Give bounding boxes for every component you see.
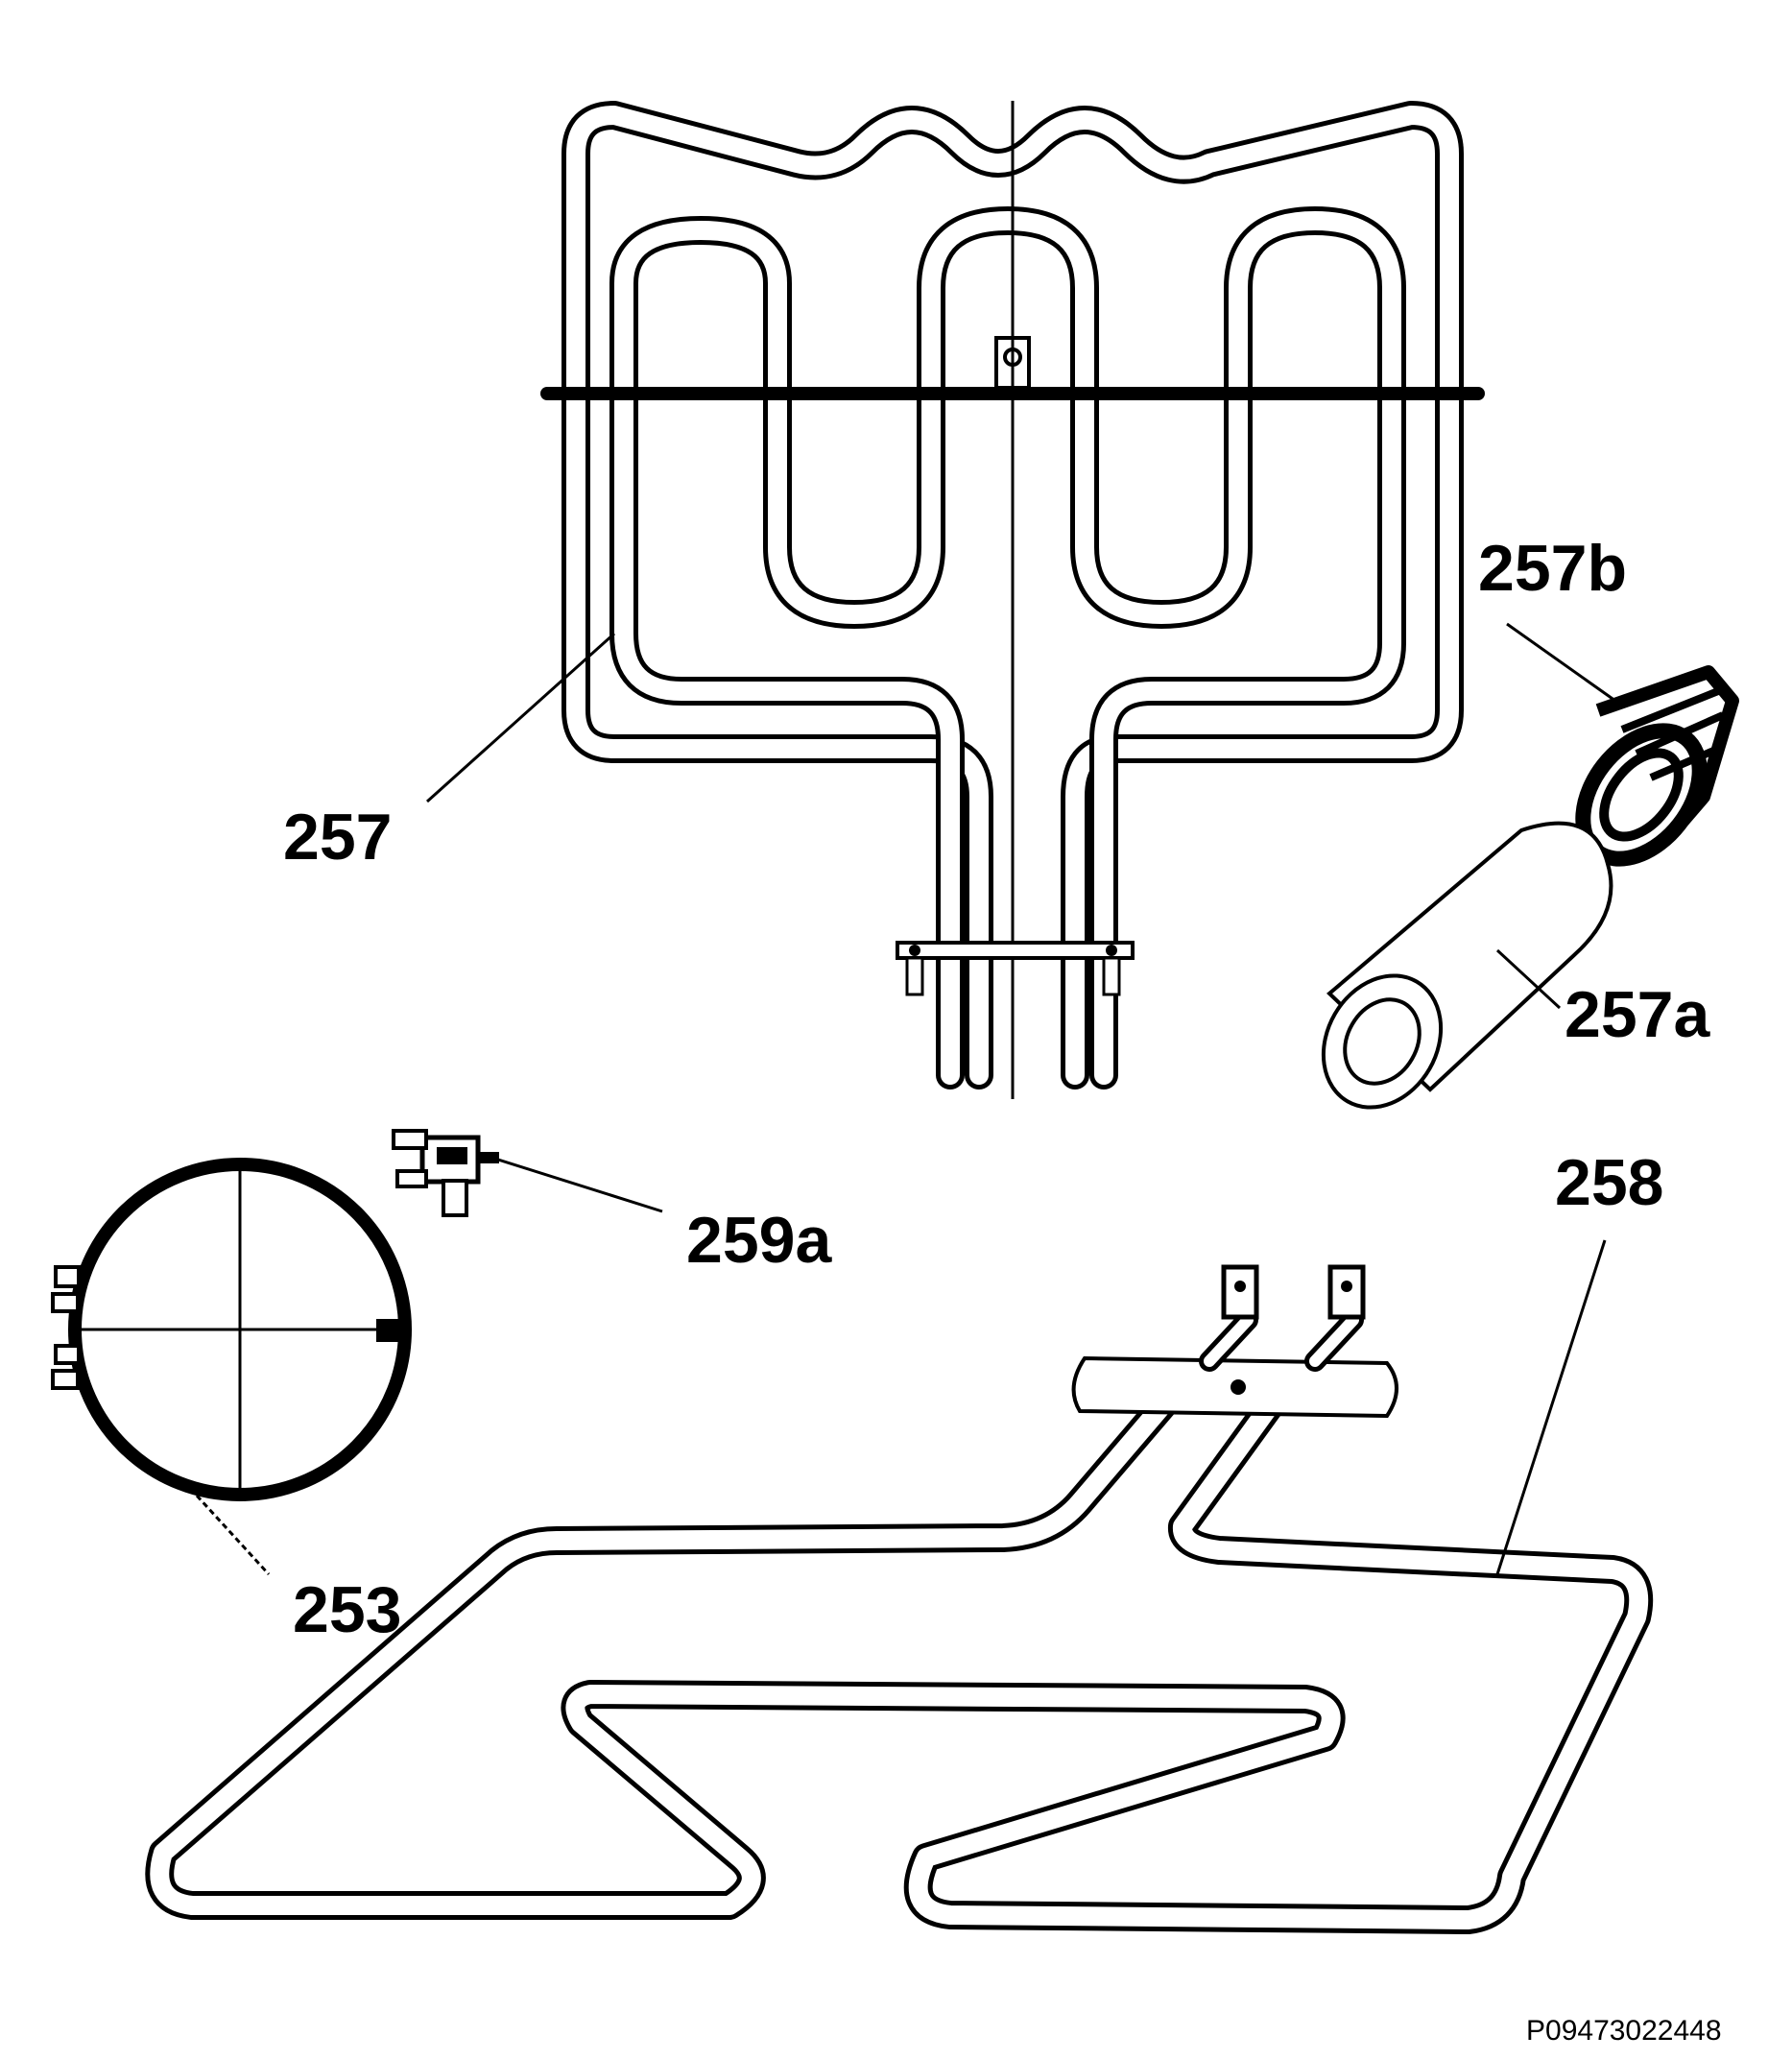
bottom-element-258 [145,1264,1654,1934]
leader-259a [479,1152,663,1213]
leader-258 [1495,1239,1607,1575]
grommet-257b [1575,665,1739,867]
leader-257a [1495,948,1562,1010]
label-257a: 257a [1565,978,1710,1051]
thermal-cutout-259a [392,1129,499,1217]
label-257b: 257b [1478,532,1627,605]
label-259a: 259a [686,1204,832,1277]
leader-253 [195,1494,271,1576]
label-253: 253 [293,1573,401,1646]
grill-element-257 [540,101,1485,1099]
leader-257 [425,632,616,803]
reference-code: P09473022448 [1526,2015,1722,2047]
sleeve-257a [1321,821,1613,1110]
leader-257b [1506,622,1623,707]
label-257: 257 [283,801,392,874]
circular-element-253 [51,1158,412,1501]
label-258: 258 [1555,1146,1663,1219]
